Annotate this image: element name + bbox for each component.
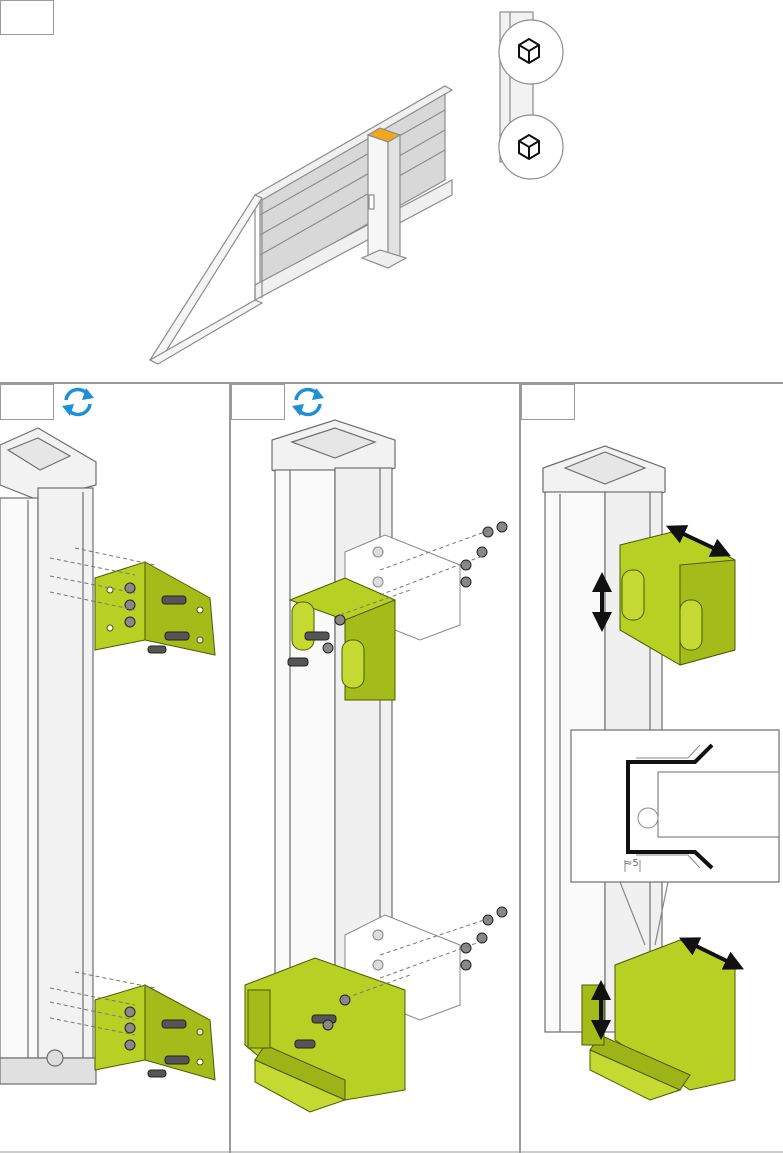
step-middle-panel [231,384,508,1113]
roller-guide-upper-right [619,529,736,666]
step-number-box [521,384,575,420]
detail-callout: ≈5 [570,729,780,946]
angle-bracket-upper [94,561,216,656]
bolts-middle-upper [287,614,346,667]
bolts-lower [124,1006,190,1078]
nuts-lower [460,906,508,971]
rotate-arrows-icon [62,387,94,417]
step-top-panel [0,0,564,365]
sliding-gate-illustration [148,85,454,365]
double-arrow-icon [592,525,732,632]
step-number-box [0,0,54,35]
nuts-upper [460,521,508,588]
post-illustration [0,427,97,1085]
dash-lines-middle-upper [339,529,491,616]
step-number-box [0,384,54,420]
double-arrow-icon [591,937,744,1040]
roller-guide-lower [244,957,406,1113]
dash-lines-middle-lower [339,917,491,1001]
bolts-upper [124,582,190,654]
step-left-panel [0,384,216,1085]
rotate-arrows-icon [292,387,324,417]
cube-icon [518,37,540,161]
bolts-middle-lower [294,994,351,1049]
dash-lines-lower [49,971,156,1036]
post-illustration [271,419,396,991]
post-orientation-detail [498,11,564,180]
step-right-panel: ≈5 [521,384,780,1101]
dash-lines-upper [49,547,156,611]
step-number-box [231,384,285,420]
angle-bracket-lower [94,984,216,1081]
gap-dimension-label: ≈5 [624,858,639,869]
